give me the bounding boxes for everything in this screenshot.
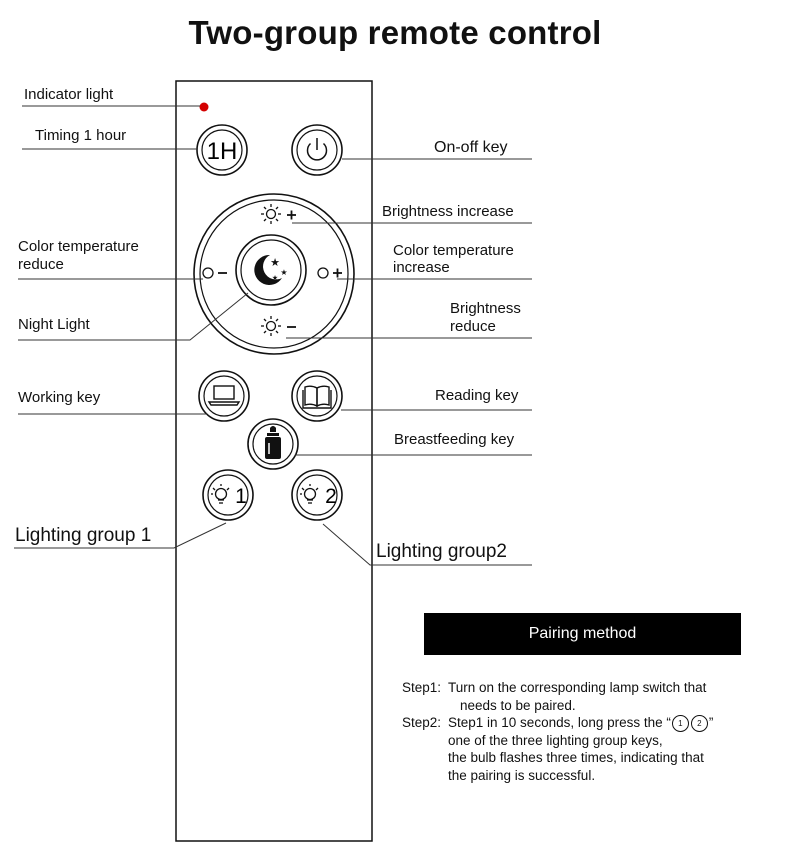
brightness-increase-button[interactable] <box>261 204 296 224</box>
brightness-reduce-button[interactable] <box>261 316 296 336</box>
lighting-group-2-button[interactable]: 2 <box>291 469 343 521</box>
step1-lead: Step1: <box>402 680 442 695</box>
label-color-reduce-line1: Color temperature <box>18 238 139 255</box>
group-2-number: 2 <box>325 485 337 508</box>
step2-row-2: one of the three lighting group keys, <box>402 732 713 750</box>
circle-minus-icon <box>202 267 227 279</box>
label-lighting-group-1: Lighting group 1 <box>15 525 152 546</box>
label-color-reduce-line2: reduce <box>18 256 64 273</box>
step2-line2: one of the three lighting group keys, <box>448 732 663 748</box>
timing-1h-button[interactable]: 1H <box>196 124 248 176</box>
svg-text:★: ★ <box>270 257 280 269</box>
sun-minus-icon <box>261 316 296 336</box>
label-indicator-light: Indicator light <box>24 86 114 103</box>
label-reading-key: Reading key <box>435 387 519 404</box>
step2-row: Step2: Step1 in 10 seconds, long press t… <box>402 714 713 732</box>
label-brightness-increase: Brightness increase <box>382 203 514 220</box>
moon-stars-icon: ★ ★ ★ <box>254 254 288 285</box>
laptop-icon <box>207 385 241 406</box>
label-brightness-reduce-line1: Brightness <box>450 300 521 317</box>
step1-row-2: needs to be paired. <box>402 697 713 715</box>
label-timing: Timing 1 hour <box>35 127 127 144</box>
step2-line1-text: Step1 in 10 seconds, long press the “ <box>448 715 671 730</box>
step2-row-3: the bulb flashes three times, indicating… <box>402 749 713 767</box>
power-button[interactable] <box>291 124 343 176</box>
svg-text:★: ★ <box>280 268 287 277</box>
group-1-inline-icon: 1 <box>671 714 689 732</box>
label-working-key: Working key <box>18 389 101 406</box>
working-key-button[interactable] <box>198 370 250 422</box>
bulb-icon <box>300 484 319 504</box>
label-night-light: Night Light <box>18 316 90 333</box>
label-brightness-reduce-line2: reduce <box>450 318 496 335</box>
indicator-light <box>199 102 209 112</box>
step2-line4: the pairing is successful. <box>448 767 596 783</box>
color-temperature-increase-button[interactable] <box>317 267 342 279</box>
timing-1h-text: 1H <box>207 138 238 165</box>
step2-row-4: the pairing is successful. <box>402 767 713 785</box>
step1-line2: needs to be paired. <box>460 697 576 713</box>
lighting-group-1-button[interactable]: 1 <box>202 469 254 521</box>
circle-plus-icon <box>317 267 342 279</box>
label-onoff: On-off key <box>434 139 508 156</box>
group-1-number: 1 <box>235 485 247 508</box>
page-title: Two-group remote control <box>188 14 602 51</box>
remote-body <box>175 80 373 842</box>
bulb-icon <box>211 484 230 504</box>
group-2-inline-icon: 2 <box>690 714 708 732</box>
step2-line3: the bulb flashes three times, indicating… <box>448 750 704 766</box>
pairing-method-heading: Pairing method <box>424 613 741 655</box>
svg-text:★: ★ <box>272 274 278 282</box>
power-icon <box>306 138 328 161</box>
step2-lead: Step2: <box>402 715 442 730</box>
bottle-icon <box>265 426 281 459</box>
book-icon <box>302 385 332 409</box>
step1-row: Step1: Turn on the corresponding lamp sw… <box>402 679 713 697</box>
step1-line1: Turn on the corresponding lamp switch th… <box>448 680 707 695</box>
leader-lines <box>14 105 532 566</box>
pairing-steps: Step1: Turn on the corresponding lamp sw… <box>402 679 713 784</box>
sun-plus-icon <box>261 204 296 224</box>
reading-key-button[interactable] <box>291 370 343 422</box>
label-color-increase-line2: increase <box>393 259 450 276</box>
label-breastfeeding-key: Breastfeeding key <box>394 431 515 448</box>
night-light-button[interactable]: ★ ★ ★ <box>235 234 307 306</box>
breastfeeding-key-button[interactable] <box>247 418 299 470</box>
label-lighting-group-2: Lighting group2 <box>376 541 507 562</box>
color-temperature-reduce-button[interactable] <box>202 267 227 279</box>
label-color-increase-line1: Color temperature <box>393 242 514 259</box>
step2-line1-close: ” <box>708 715 714 730</box>
